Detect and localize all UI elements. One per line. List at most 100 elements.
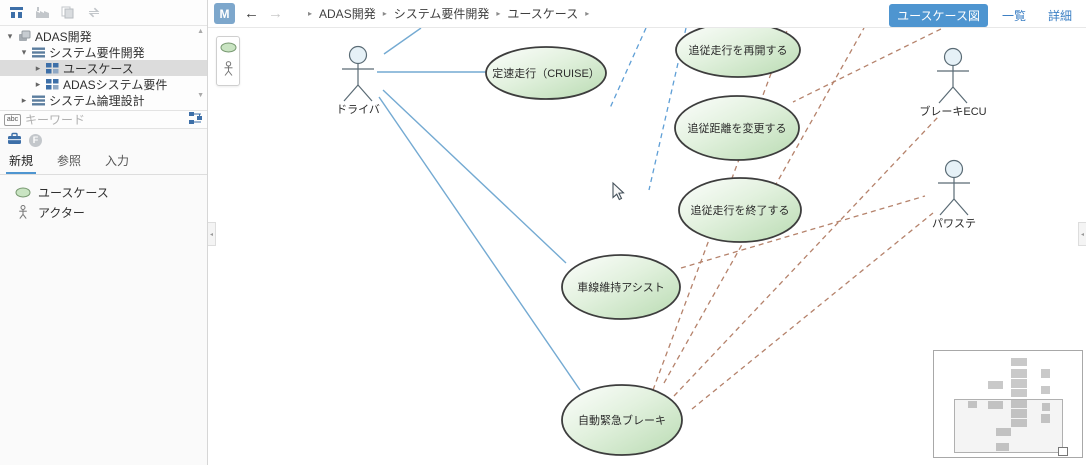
minimap-block	[1042, 403, 1050, 411]
usecase-ellipse	[678, 177, 802, 243]
palette-item-label: アクター	[38, 205, 85, 220]
usecase-label: 追従走行を再開する	[689, 43, 788, 57]
actor-tool-icon[interactable]	[223, 61, 234, 80]
actor-label: ドライバ	[336, 103, 380, 116]
usecase-node[interactable]: 追従走行を再開する	[675, 28, 801, 78]
palette-item-label: ユースケース	[38, 185, 109, 200]
toolbox-row: F	[0, 129, 207, 151]
tree-item-label: システム論理設計	[49, 93, 145, 108]
usecase-node[interactable]: 追従走行を終了する	[678, 177, 802, 243]
tree-item-label: ユースケース	[63, 61, 134, 76]
minimap-block	[996, 428, 1011, 436]
tree-item-label: ADASシステム要件	[63, 77, 168, 92]
minimap-resize-handle[interactable]	[1058, 447, 1068, 456]
model-navigator-panel: ▾ ADAS開発 ▾ システム要件開発 ▸ ユースケース ▸ ADASシステム要件 ▸ システム論…	[0, 0, 208, 465]
forward-arrow-icon[interactable]: →	[268, 5, 283, 22]
dependency-edge[interactable]	[691, 212, 934, 410]
sync-icon[interactable]	[85, 5, 103, 21]
collapse-arrow-icon[interactable]: ▾	[21, 46, 27, 57]
usecase-tool-icon[interactable]	[220, 42, 237, 56]
minimap-viewport[interactable]	[954, 399, 1063, 453]
tree-item-label: システム要件開発	[49, 45, 145, 60]
usecase-ellipse	[674, 95, 800, 161]
collapse-sidebar-handle[interactable]: ◂	[208, 222, 216, 246]
scroll-up-icon[interactable]: ▲	[197, 28, 204, 35]
expand-arrow-icon[interactable]: ▸	[21, 94, 27, 105]
project-icon	[16, 30, 32, 42]
tab-参照[interactable]: 参照	[57, 154, 82, 168]
actor-head	[348, 45, 368, 65]
actor-node[interactable]: ブレーキECU	[919, 47, 987, 119]
breadcrumb-item[interactable]: ユースケース	[507, 7, 579, 21]
back-arrow-icon[interactable]: ←	[244, 5, 259, 22]
collapse-right-panel-handle[interactable]: ◂	[1078, 222, 1086, 246]
minimap-block	[1041, 369, 1050, 378]
tree-item[interactable]: ▸ システム論理設計	[0, 92, 207, 108]
navigator-toolbar	[0, 0, 207, 26]
usecase-node[interactable]: 追従距離を変更する	[674, 95, 800, 161]
usecase-node[interactable]: 定速走行（CRUISE）	[485, 46, 607, 100]
dependency-edge[interactable]	[673, 116, 939, 397]
view-button[interactable]: 一覧	[1001, 9, 1026, 23]
ellipse-icon	[14, 187, 32, 198]
minimap-block	[968, 401, 977, 408]
minimap-overview[interactable]	[933, 350, 1083, 458]
usecase-node[interactable]: 自動緊急ブレーキ	[561, 384, 683, 456]
actor-leg	[357, 84, 373, 102]
actor-leg	[952, 86, 968, 104]
tree-item[interactable]: ▾ システム要件開発	[0, 44, 207, 60]
association-edge[interactable]	[382, 89, 567, 264]
palette-item[interactable]: ユースケース	[14, 182, 207, 202]
usecase-label: 追従距離を変更する	[688, 121, 787, 135]
collapse-arrow-icon[interactable]: ▾	[7, 30, 13, 41]
toolbox-icon[interactable]	[7, 132, 22, 148]
tree-item[interactable]: ▸ ADASシステム要件	[0, 76, 207, 92]
element-palette: ユースケースアクター	[0, 175, 207, 465]
breadcrumb-item[interactable]: ADAS開発	[319, 7, 376, 21]
keyword-search-input[interactable]	[25, 112, 188, 127]
usecase-diagram-canvas[interactable]: 定速走行（CRUISE） 追従走行を再開する追従距離を変更する追従走行を終了する車…	[208, 28, 1086, 465]
dependency-edge[interactable]	[609, 28, 647, 109]
view-button[interactable]: ユースケース図	[889, 4, 988, 27]
minimap-block	[1011, 419, 1027, 427]
search-row: abc	[0, 110, 207, 129]
copy-icon[interactable]	[59, 5, 77, 21]
usecase-ellipse	[561, 254, 681, 320]
usecase-label: 自動緊急ブレーキ	[578, 413, 666, 427]
tab-入力[interactable]: 入力	[105, 154, 130, 168]
tree-item[interactable]: ▾ ADAS開発	[0, 28, 207, 44]
scroll-down-icon[interactable]: ▼	[197, 92, 204, 99]
usecase-label: 追従走行を終了する	[691, 203, 790, 217]
breadcrumb-item[interactable]: システム要件開発	[393, 7, 490, 21]
model-tree-icon[interactable]	[7, 5, 25, 21]
expand-arrow-icon[interactable]: ▸	[35, 62, 41, 73]
grid-icon	[44, 62, 60, 74]
actor-node[interactable]: ドライバ	[336, 45, 380, 117]
filter-hierarchy-icon[interactable]	[188, 111, 203, 128]
list-icon	[30, 47, 46, 58]
association-edge[interactable]	[383, 28, 422, 55]
dependency-edge[interactable]	[663, 28, 865, 384]
usecase-label: 車線維持アシスト	[577, 280, 665, 294]
palette-tabs: 新規 参照 入力	[0, 151, 207, 175]
tree-item-label: ADAS開発	[35, 29, 92, 44]
minimap-block	[988, 381, 1003, 389]
tree-item[interactable]: ▸ ユースケース	[0, 60, 207, 76]
minimap-block	[1041, 414, 1050, 423]
tab-新規[interactable]: 新規	[6, 152, 37, 174]
expand-arrow-icon[interactable]: ▸	[35, 78, 41, 89]
model-menu-button[interactable]: M	[214, 3, 235, 24]
view-button[interactable]: 詳細	[1047, 9, 1072, 23]
breadcrumb-separator-icon: ▸	[382, 9, 387, 18]
association-edge[interactable]	[378, 96, 581, 391]
usecase-node[interactable]: 車線維持アシスト	[561, 254, 681, 320]
actor-node[interactable]: パワステ	[932, 159, 976, 231]
view-switch: ユースケース図一覧 詳細	[889, 4, 1080, 27]
minimap-block	[996, 443, 1009, 451]
factory-icon[interactable]	[33, 5, 51, 21]
f-badge-icon[interactable]: F	[29, 133, 42, 147]
dependency-edge[interactable]	[680, 195, 926, 269]
palette-item[interactable]: アクター	[14, 202, 207, 222]
dependency-edge[interactable]	[792, 28, 949, 103]
